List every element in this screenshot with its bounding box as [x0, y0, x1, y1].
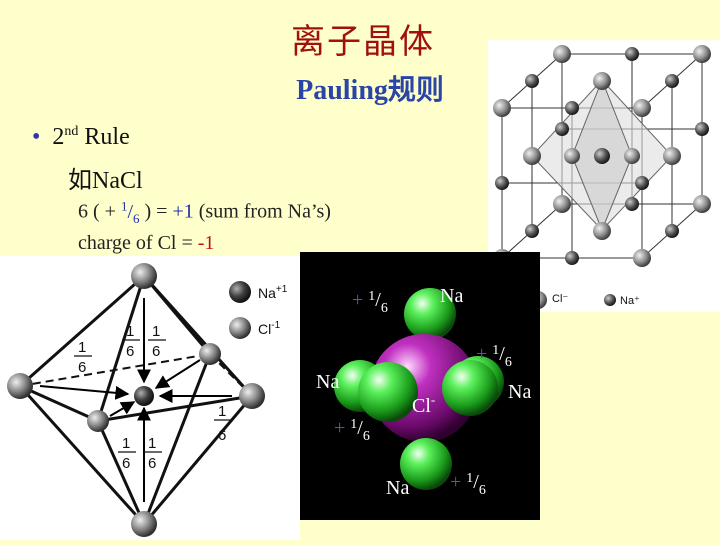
na-sphere-front: [87, 410, 109, 432]
cl-legend-text: Cl-1: [258, 320, 281, 337]
na-sphere-right: [239, 383, 265, 409]
na-sphere-back: [199, 343, 221, 365]
formula-numerator: 1: [120, 198, 128, 213]
na-legend-text: Na+1: [258, 284, 288, 301]
charge-value: -1: [197, 232, 215, 254]
example-text: 如NaCl: [68, 168, 143, 194]
formula-mid: ) =: [139, 200, 173, 223]
bond-strength-label: + 1/6: [450, 471, 486, 498]
svg-text:6: 6: [218, 427, 226, 444]
svg-text:6: 6: [126, 343, 134, 360]
cl-sphere-center: [134, 386, 154, 406]
slide-subtitle: Pauling规则: [296, 75, 444, 106]
octahedron-figure: Na+1 Cl-1 1 6 1 6 1 6 1 6: [0, 256, 300, 540]
na-label-top: Na: [440, 285, 463, 307]
formula-prefix: 6 ( +: [78, 200, 121, 223]
fraction-label: 1 6: [118, 435, 136, 472]
cl-legend-sphere: [229, 317, 251, 339]
chlorine-charge: charge of Cl = -1: [78, 232, 214, 255]
svg-text:6: 6: [152, 343, 160, 360]
svg-text:1: 1: [126, 323, 134, 340]
svg-text:1: 1: [148, 435, 156, 452]
formula-result: +1: [172, 200, 194, 223]
fraction-label: 1 6: [148, 323, 166, 360]
svg-text:1: 1: [152, 323, 160, 340]
charge-label: charge of Cl =: [78, 232, 198, 254]
na-legend-label: Na⁺: [620, 295, 640, 307]
svg-text:1: 1: [218, 403, 226, 420]
svg-text:6: 6: [122, 455, 130, 472]
svg-text:1: 1: [78, 339, 86, 356]
fraction-label: 1 6: [144, 435, 162, 472]
bond-strength-label: + 1/6: [476, 343, 512, 370]
formula-slash: /: [127, 200, 134, 223]
formula-note: (sum from Na’s): [193, 200, 331, 223]
nacl-unit-cell-figure: Cl⁻ Na⁺: [488, 40, 720, 312]
formula-denominator: 6: [133, 210, 140, 226]
svg-text:1: 1: [122, 435, 130, 452]
rule-text: Rule: [84, 124, 130, 150]
fraction-label: 1 6: [74, 339, 92, 376]
na-sphere-bottom: [131, 511, 157, 537]
bond-strength-formula: 6 ( + 1/6 ) = +1 (sum from Na’s): [78, 198, 331, 227]
octahedron-drawing: Na+1 Cl-1 1 6 1 6 1 6 1 6: [7, 263, 288, 537]
octahedron-fraction-labels: 1 6 1 6 1 6 1 6 1 6: [74, 323, 232, 472]
svg-text:6: 6: [148, 455, 156, 472]
unit-cell-atoms: [493, 45, 711, 267]
na-legend-symbol: [604, 294, 616, 306]
cl-label: Cl-: [412, 392, 435, 417]
cl-legend-label: Cl⁻: [552, 293, 569, 305]
fraction-label: 1 6: [214, 403, 232, 444]
na-sphere-left: [7, 373, 33, 399]
bond-strength-label: + 1/6: [334, 417, 370, 444]
ball-model-drawing: Na Na Na Na Cl- + 1/6 + 1/6 + 1/6 + 1/6: [316, 285, 531, 499]
na-label-bottom: Na: [386, 477, 409, 499]
formula-fraction: 1/6: [120, 198, 140, 226]
rule-bullet: • 2nd Rule: [32, 124, 130, 151]
svg-text:6: 6: [78, 359, 86, 376]
nacl-3d-model: Na Na Na Na Cl- + 1/6 + 1/6 + 1/6 + 1/6: [300, 252, 540, 520]
na-sphere-right: [442, 360, 498, 416]
fraction-label: 1 6: [122, 323, 140, 360]
unit-cell-drawing: [493, 45, 711, 309]
na-sphere-top: [404, 288, 456, 340]
na-sphere-bottom: [400, 438, 452, 490]
slide-title: 离子晶体: [291, 22, 435, 62]
na-legend-sphere: [229, 281, 251, 303]
na-sphere-top: [131, 263, 157, 289]
rule-ordinal: nd: [64, 124, 79, 139]
bullet-marker: •: [32, 124, 41, 150]
rule-number: 2: [52, 124, 65, 150]
bond-strength-label: + 1/6: [352, 289, 388, 316]
na-sphere-left: [358, 362, 418, 422]
na-label-left: Na: [316, 371, 339, 393]
na-label-right: Na: [508, 381, 531, 403]
